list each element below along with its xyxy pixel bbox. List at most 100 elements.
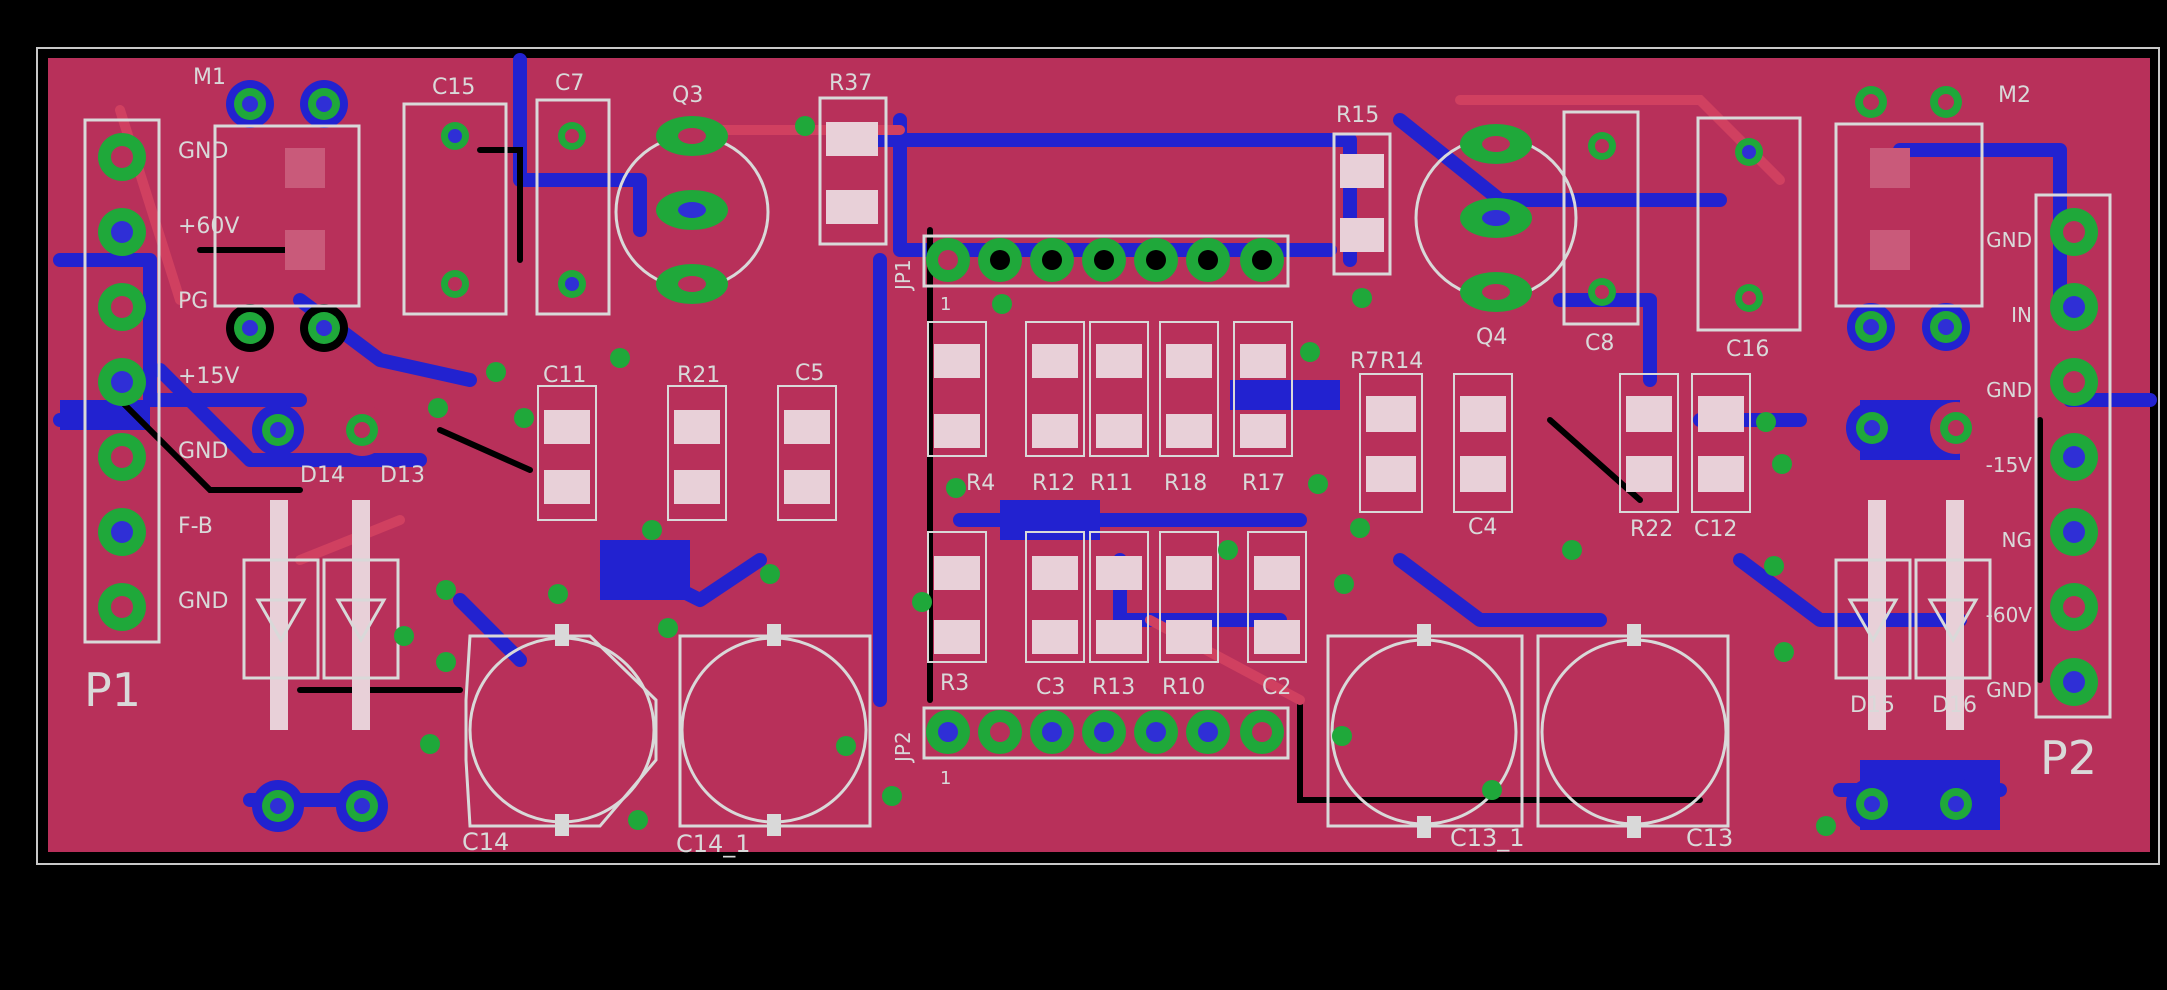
component-r10 (1159, 531, 1219, 663)
p2-pin-label: GND (1986, 228, 2032, 252)
component-c15: C15 (402, 75, 508, 316)
label-m2: M2 (1998, 83, 2031, 108)
label-c14: C14 (462, 828, 509, 856)
label-c5: C5 (795, 361, 824, 386)
label-d14: D14 (300, 463, 345, 488)
label-c14-1: C14_1 (676, 830, 751, 858)
label-jp1: JP1 (891, 259, 915, 292)
component-r13 (1089, 531, 1149, 663)
label-d13: D13 (380, 463, 425, 488)
p2-pin-label: NG (2002, 528, 2032, 552)
vias (394, 116, 1836, 836)
component-c16: C16 (1696, 116, 1802, 362)
label-c13: C13 (1686, 824, 1733, 852)
header-jp1: JP1 1 (891, 234, 1290, 315)
p2-pin-label: GND (1986, 678, 2032, 702)
smd-row-bottom (927, 531, 1307, 663)
label-r12: R12 (1032, 471, 1075, 496)
mount-m1: M1 (193, 65, 361, 352)
p1-pin-label: GND (178, 139, 228, 164)
p1-pin-label: +15V (178, 364, 239, 389)
component-q4: Q4 (1414, 124, 1578, 350)
label-c2: C2 (1262, 675, 1291, 700)
component-r22 (1619, 373, 1679, 513)
label-c13-1: C13_1 (1450, 824, 1525, 852)
label-c11: C11 (543, 363, 586, 388)
label-r4: R4 (966, 471, 995, 496)
component-c3 (1025, 531, 1085, 663)
label-r18: R18 (1164, 471, 1207, 496)
component-r11 (1089, 321, 1149, 457)
label-d15: D15 (1850, 693, 1895, 718)
label-c8: C8 (1585, 331, 1614, 356)
component-r12 (1025, 321, 1085, 457)
label-jp2: JP2 (891, 731, 915, 764)
isolation-traces (117, 147, 2043, 803)
label-r21: R21 (677, 363, 720, 388)
component-r4 (927, 321, 987, 457)
label-c16: C16 (1726, 337, 1769, 362)
jp1-pin1-label: 1 (940, 294, 951, 315)
p2-pin-label: IN (2011, 303, 2032, 327)
label-r15: R15 (1336, 103, 1379, 128)
label-r13: R13 (1092, 675, 1135, 700)
cap-c14 (464, 624, 658, 836)
p1-pin-label: F-B (178, 514, 213, 539)
component-c11 (537, 385, 597, 521)
label-c3: C3 (1036, 675, 1065, 700)
label-r14: R14 (1380, 349, 1423, 374)
p2-pin-label: -60V (1986, 603, 2033, 627)
p1-designator: P1 (84, 663, 141, 717)
cap-c14-1 (678, 624, 872, 836)
component-r18 (1159, 321, 1219, 457)
mount-m2: M2 (1834, 78, 2031, 351)
component-r21 (667, 385, 727, 521)
component-c7: C7 (535, 71, 611, 316)
label-r11: R11 (1090, 471, 1133, 496)
label-q3: Q3 (672, 83, 703, 108)
label-c15: C15 (432, 75, 475, 100)
label-c12: C12 (1694, 517, 1737, 542)
component-r37: R37 (818, 71, 888, 246)
jp2-pin1-label: 1 (940, 768, 951, 789)
p2-pin-label: GND (1986, 378, 2032, 402)
component-c5 (777, 385, 837, 521)
label-c7: C7 (555, 71, 584, 96)
p1-pin-label: GND (178, 439, 228, 464)
p2-designator: P2 (2040, 731, 2097, 785)
p1-pin-label: GND (178, 589, 228, 614)
p2-pin-label: -15V (1986, 453, 2033, 477)
connector-p1-pins (98, 133, 146, 631)
connector-p1: GND +60V PG +15V GND F-B GND P1 (83, 118, 239, 717)
label-r3: R3 (940, 671, 969, 696)
component-c4 (1453, 373, 1513, 513)
label-d16: D16 (1932, 693, 1977, 718)
board-outline (36, 47, 2160, 865)
label-r10: R10 (1162, 675, 1205, 700)
component-c8: C8 (1562, 110, 1640, 356)
label-r7: R7 (1350, 349, 1379, 374)
component-r15: R15 (1332, 103, 1392, 276)
component-r14 (1359, 373, 1423, 513)
p1-pin-label: PG (178, 289, 208, 314)
connector-p2: GND IN GND -15V NG -60V GND P2 (1986, 193, 2112, 785)
smd-row-top (927, 321, 1293, 457)
component-r3 (927, 531, 987, 663)
component-c12 (1691, 373, 1751, 513)
diode-pair-left (242, 404, 400, 832)
connector-p2-pins (2050, 208, 2098, 706)
p1-pin-label: +60V (178, 214, 239, 239)
label-r22: R22 (1630, 517, 1673, 542)
diode-pair-right (1834, 402, 1992, 830)
cap-c13-1 (1326, 624, 1524, 838)
label-r37: R37 (829, 71, 872, 96)
component-r17 (1233, 321, 1293, 457)
cap-c13 (1536, 624, 1730, 838)
label-m1: M1 (193, 65, 226, 90)
label-r17: R17 (1242, 471, 1285, 496)
component-q3: Q3 (614, 83, 770, 304)
label-c4: C4 (1468, 515, 1497, 540)
header-jp2: JP2 1 (891, 706, 1290, 789)
label-q4: Q4 (1476, 325, 1507, 350)
